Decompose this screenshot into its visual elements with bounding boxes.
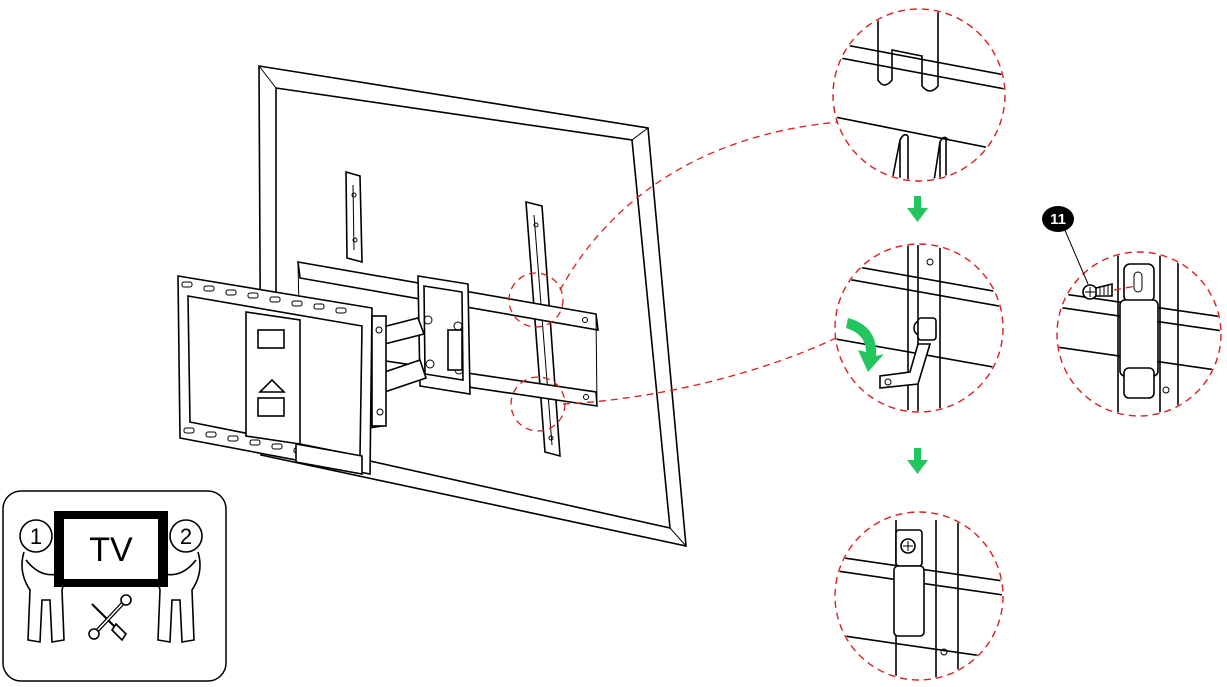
part-number-label: 11	[1050, 211, 1066, 228]
zoom-detail-hook-over-rail	[832, 8, 1006, 182]
tv-vertical-bracket-left	[345, 170, 363, 264]
person-1-number: 1	[30, 524, 42, 549]
tv-label: TV	[89, 531, 133, 569]
tv-screen-icon: TV	[54, 511, 168, 587]
zoom-detail-screw-insertion	[1056, 251, 1222, 417]
zoom-detail-screw-locked	[834, 511, 1004, 681]
down-arrow-icon	[907, 448, 928, 474]
down-arrow-icon	[907, 196, 928, 222]
person-2-number: 2	[180, 524, 192, 549]
part-callout-leader	[1063, 227, 1089, 285]
screw-icon	[1082, 282, 1137, 300]
part-number-badge: 11	[1042, 206, 1074, 232]
wall-plate-slots-top	[181, 281, 347, 314]
leader-line-upper	[559, 121, 839, 291]
detail-marker-upper	[508, 272, 564, 328]
wall-plate	[177, 275, 373, 475]
wrench-icon	[88, 594, 132, 640]
center-mount-block	[417, 275, 471, 395]
two-person-lift-icon: 1 2 TV	[2, 490, 227, 682]
screwdriver-icon	[91, 603, 128, 642]
rotate-arrow-icon	[846, 318, 884, 372]
zoom-detail-safety-latch	[834, 243, 1004, 413]
